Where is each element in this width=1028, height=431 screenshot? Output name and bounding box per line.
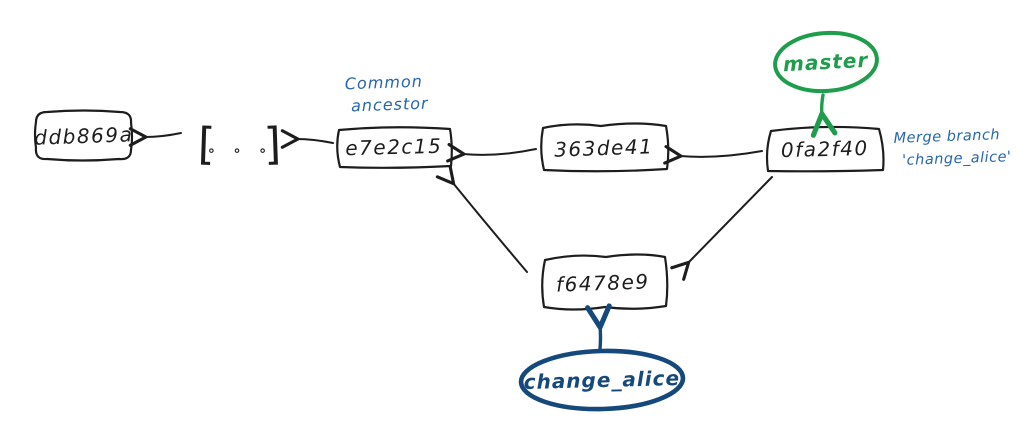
common-ancestor-line1: Common — [344, 72, 423, 94]
commit-node-363de41: 363de41 — [540, 122, 670, 173]
commit-hash-label: 0fa2f40 — [781, 136, 869, 162]
commit-hash-label: f6478e9 — [556, 269, 650, 296]
ellipsis-dots: ∘ ∘ ∘ — [207, 143, 273, 159]
commit-node-e7e2c15: e7e2c15 — [336, 126, 453, 169]
commit-box-f6478e9 — [541, 253, 669, 311]
edge-f6478e9-to-e7e2c15 — [435, 164, 528, 273]
master-label: master — [782, 48, 869, 76]
commit-node-0fa2f40: 0fa2f40 — [765, 125, 885, 173]
edge-e7e2c15-to-older — [280, 129, 334, 149]
commit-node-f6478e9: f6478e9 — [541, 253, 669, 311]
edge-363de41-to-e7e2c15 — [446, 142, 537, 163]
change-alice-oval — [518, 348, 686, 412]
commit-edges — [128, 127, 773, 281]
merge-note-line2: 'change_alice' — [902, 149, 1012, 169]
merge-note-line1: Merge branch — [893, 127, 1000, 147]
change-alice-label: change_alice — [523, 366, 680, 394]
bracket-left: [ — [197, 119, 216, 171]
edge-older-to-ddb869a — [128, 127, 182, 147]
commit-node-ddb869a: ddb869a — [33, 109, 134, 162]
master-pointer-arrow — [810, 93, 838, 138]
commit-node-older-history: [ ∘ ∘ ∘ ] — [197, 119, 282, 171]
edge-0fa2f40-to-363de41 — [663, 145, 763, 165]
commit-hash-label: e7e2c15 — [345, 134, 443, 161]
branch-label-master: master — [773, 30, 879, 138]
edge-0fa2f40-to-f6478e9 — [670, 176, 773, 281]
commit-box-e7e2c15 — [336, 126, 453, 169]
annotation-common-ancestor: Common ancestor — [344, 72, 429, 116]
annotation-merge-note: Merge branch 'change_alice' — [893, 127, 1011, 169]
branch-label-change-alice: change_alice — [518, 303, 686, 412]
commit-box-ddb869a — [33, 109, 134, 162]
commit-box-363de41 — [540, 122, 670, 173]
master-oval — [773, 30, 879, 94]
commit-hash-label: 363de41 — [554, 134, 654, 161]
bracket-right: ] — [263, 119, 282, 171]
commit-hash-label: ddb869a — [34, 122, 134, 149]
change-alice-pointer-arrow — [585, 303, 612, 351]
common-ancestor-line2: ancestor — [351, 94, 430, 116]
